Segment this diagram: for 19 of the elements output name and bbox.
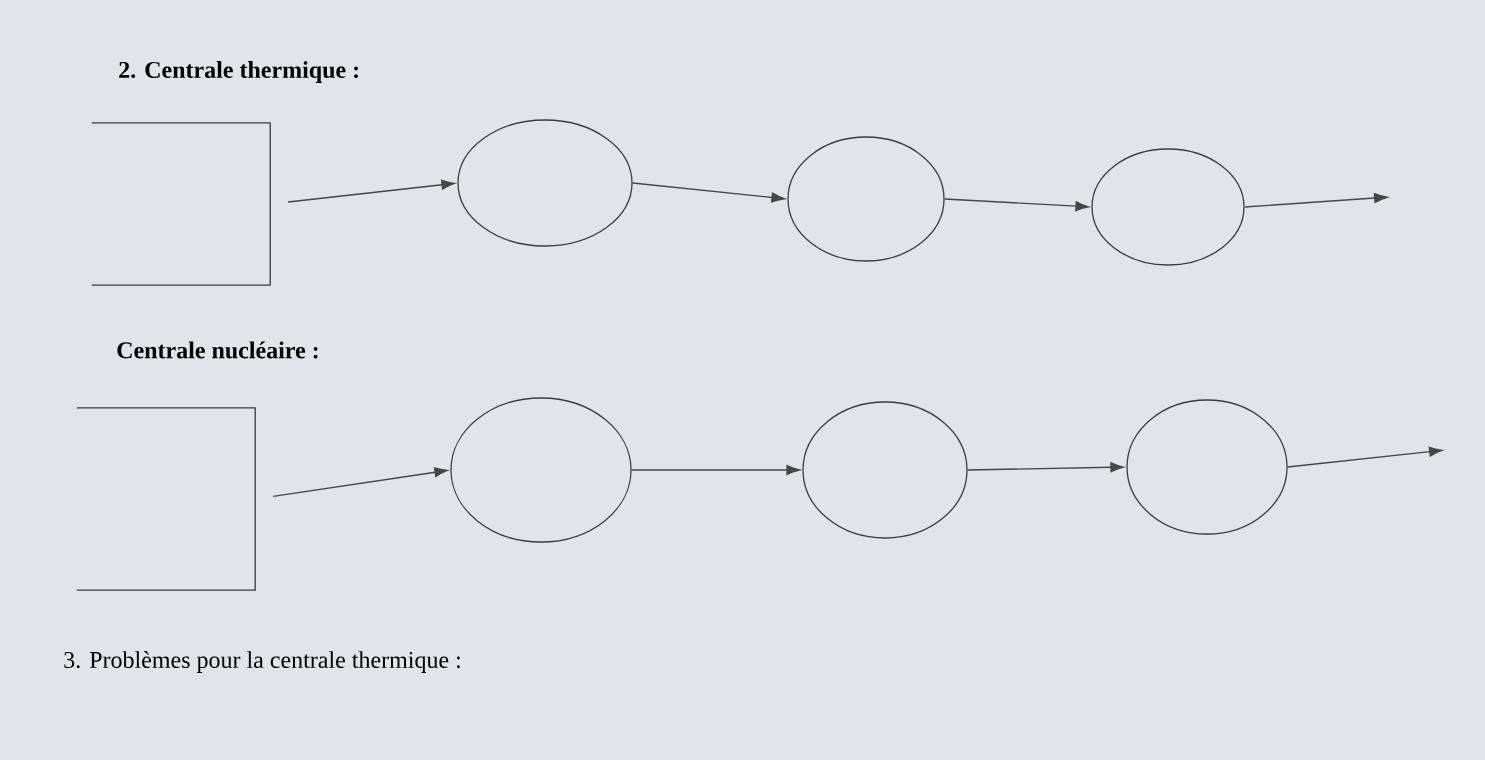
open-box	[76, 407, 256, 591]
arrow	[1243, 193, 1388, 208]
heading: Centrale nucléaire :	[117, 341, 318, 359]
arrow	[631, 182, 785, 203]
arrow	[966, 462, 1124, 473]
arrow	[272, 467, 448, 498]
ellipse	[457, 119, 633, 247]
ellipse	[1126, 399, 1288, 535]
ellipse	[802, 401, 968, 539]
heading: 3. Problèmes pour la centrale thermique :	[64, 651, 460, 673]
heading: 2. Centrale thermique :	[119, 61, 358, 83]
open-box	[91, 122, 271, 286]
ellipse	[787, 136, 945, 262]
ellipse	[1091, 148, 1245, 266]
ellipse	[450, 397, 632, 543]
arrow	[943, 198, 1089, 212]
arrow	[287, 179, 455, 203]
arrow	[1286, 446, 1443, 468]
arrow	[630, 464, 800, 476]
